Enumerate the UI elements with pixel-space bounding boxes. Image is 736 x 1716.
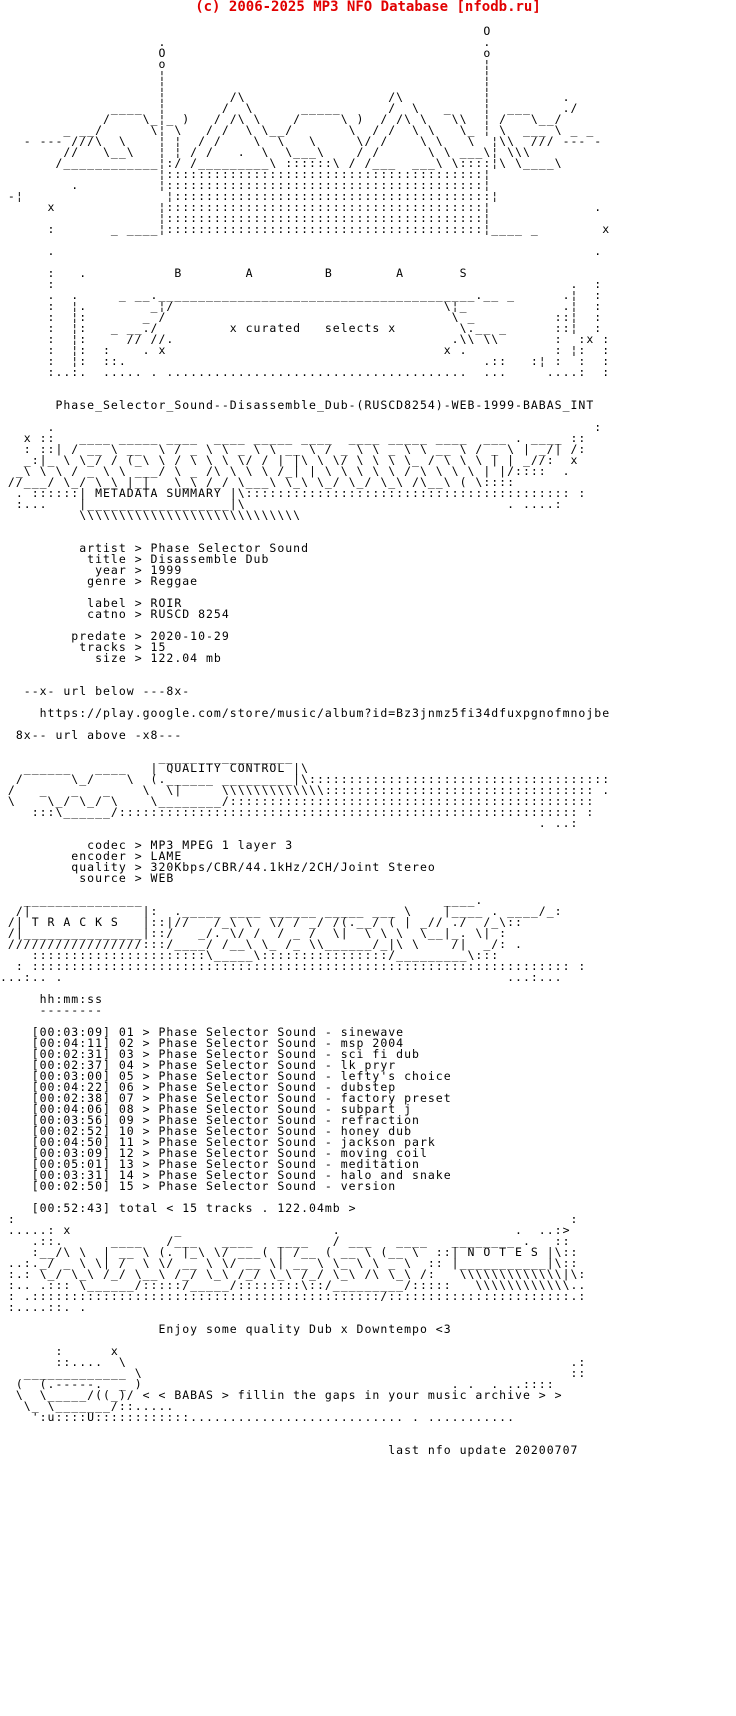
tracks-art: _______________ ____. /| |: ._____ ____ … <box>0 893 587 984</box>
tracks-list: hh:mm:ss -------- [00:03:09] 01 > Phase … <box>31 992 452 1215</box>
notes-art: : : .....: x _ . . ..:> .::. ____ /___ _… <box>7 1212 587 1314</box>
site-copyright-header: (c) 2006-2025 MP3 NFO Database [nfodb.ru… <box>195 0 541 15</box>
metadata-summary-art: . : x :: ____ _____ ____ ____ _____ ____… <box>7 420 603 522</box>
quality-fields: codec > MP3 MPEG 1 layer 3 encoder > LAM… <box>71 838 436 885</box>
url-block: --x- url below ---8x- https://play.googl… <box>15 684 611 742</box>
babas-logo-art: O . . O o o ¦ <box>7 24 611 379</box>
last-update-line: last nfo update 20200707 <box>388 1443 579 1457</box>
footer-art-top: : x ::.... \ .: _____________ \ :: ( (.-… <box>15 1344 587 1391</box>
quality-control-art: _________________ ______ ____ | QUALITY … <box>7 750 611 830</box>
release-name-block: Phase_Selector_Sound--Disassemble_Dub-(R… <box>55 398 595 412</box>
notes-message-block: Enjoy some quality Dub x Downtempo <3 <box>158 1322 452 1336</box>
footer-art-bottom: \_ \_______/::..... ':u::::U::::::::::::… <box>23 1399 516 1424</box>
metadata-fields: artist > Phase Selector Sound title > Di… <box>71 541 310 665</box>
footer-boat-tagline-line: \ \_____/((_)/ < < BABAS > fillin the ga… <box>0 1388 563 1402</box>
